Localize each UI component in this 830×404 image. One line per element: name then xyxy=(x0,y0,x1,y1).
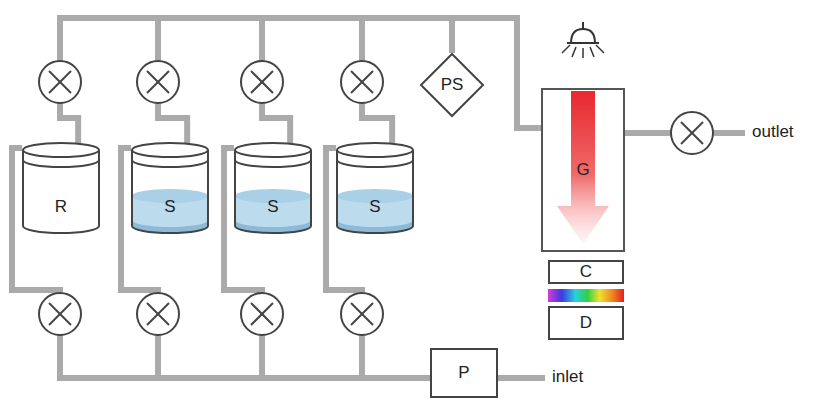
sample-vessel: S xyxy=(234,138,312,238)
gas-cell-box: G xyxy=(541,88,625,252)
node-outline xyxy=(131,138,209,238)
detector-box: D xyxy=(548,306,624,340)
valve-symbol xyxy=(341,61,383,103)
pipe-connector xyxy=(362,18,541,144)
pump-box: P xyxy=(430,348,498,398)
valve-symbol xyxy=(671,112,713,154)
lamp-icon xyxy=(562,22,604,58)
valve-symbol xyxy=(137,293,179,335)
node-label: P xyxy=(458,364,469,383)
pipe-connector xyxy=(262,18,541,144)
component-box: C xyxy=(548,260,624,284)
node-label: S xyxy=(369,198,380,217)
pipe-connector xyxy=(326,148,430,378)
node-label: PS xyxy=(441,76,464,95)
node-outline xyxy=(336,138,414,238)
sample-vessel: S xyxy=(336,138,414,238)
pipe-connector xyxy=(12,148,430,378)
inlet-pipe xyxy=(498,375,545,381)
spectrum-strip xyxy=(548,289,624,302)
pipe-connector xyxy=(60,18,541,144)
pipe-connector xyxy=(158,18,541,144)
node-outline xyxy=(234,138,312,238)
valve-symbol xyxy=(241,293,283,335)
node-label: D xyxy=(580,314,592,333)
node-outline xyxy=(22,138,100,238)
sample-vessel: S xyxy=(131,138,209,238)
valve-symbol xyxy=(39,61,81,103)
sensor-diamond: PS xyxy=(420,53,484,117)
node-label: S xyxy=(267,198,278,217)
valve-symbol xyxy=(137,61,179,103)
valve-group xyxy=(39,61,713,335)
node-label: C xyxy=(580,263,592,282)
pipe-connector xyxy=(121,148,430,378)
valve-symbol xyxy=(341,293,383,335)
node-label: G xyxy=(576,161,589,180)
node-label: S xyxy=(164,198,175,217)
node-label: R xyxy=(55,198,67,217)
port-label: outlet xyxy=(752,122,794,142)
valve-symbol xyxy=(39,293,81,335)
pipe-connector xyxy=(224,148,430,378)
reservoir-vessel: R xyxy=(22,138,100,238)
port-label: inlet xyxy=(552,367,583,387)
valve-symbol xyxy=(241,61,283,103)
